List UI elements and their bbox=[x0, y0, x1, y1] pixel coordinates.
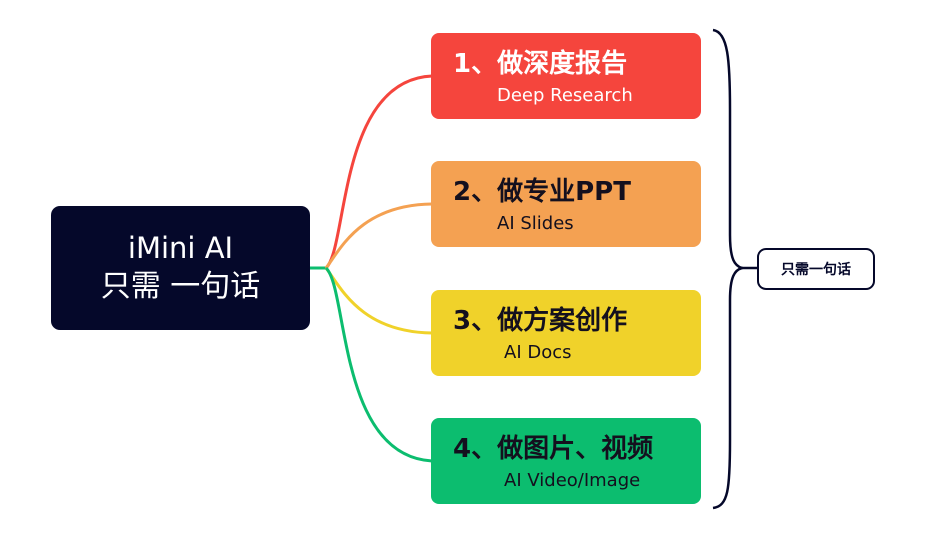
branch-node-ai-video-image[interactable]: 4、做图片、视频 AI Video/Image bbox=[431, 418, 701, 504]
branch-subtitle: AI Video/Image bbox=[504, 470, 641, 491]
branch-title: 2、做专业PPT bbox=[453, 177, 631, 207]
connector-branch-4 bbox=[324, 266, 433, 463]
branch-title: 4、做图片、视频 bbox=[453, 434, 654, 464]
branch-subtitle: AI Slides bbox=[497, 213, 574, 234]
branch-node-ai-docs[interactable]: 3、做方案创作 AI Docs bbox=[431, 290, 701, 376]
root-node[interactable]: iMini AI 只需 一句话 bbox=[51, 206, 310, 330]
branch-subtitle: Deep Research bbox=[497, 85, 633, 106]
root-title: iMini AI bbox=[127, 231, 234, 265]
root-subtitle: 只需 一句话 bbox=[100, 269, 261, 304]
connector-branch-2 bbox=[324, 202, 433, 269]
branch-node-ai-slides[interactable]: 2、做专业PPT AI Slides bbox=[431, 161, 701, 247]
summary-brace bbox=[712, 28, 747, 510]
summary-label: 只需一句话 bbox=[781, 262, 851, 278]
summary-node[interactable]: 只需一句话 bbox=[757, 248, 875, 290]
branch-title: 3、做方案创作 bbox=[453, 306, 628, 336]
branch-subtitle: AI Docs bbox=[504, 342, 572, 363]
connector-branch-1 bbox=[324, 74, 433, 270]
branch-node-deep-research[interactable]: 1、做深度报告 Deep Research bbox=[431, 33, 701, 119]
branch-title: 1、做深度报告 bbox=[453, 49, 628, 79]
